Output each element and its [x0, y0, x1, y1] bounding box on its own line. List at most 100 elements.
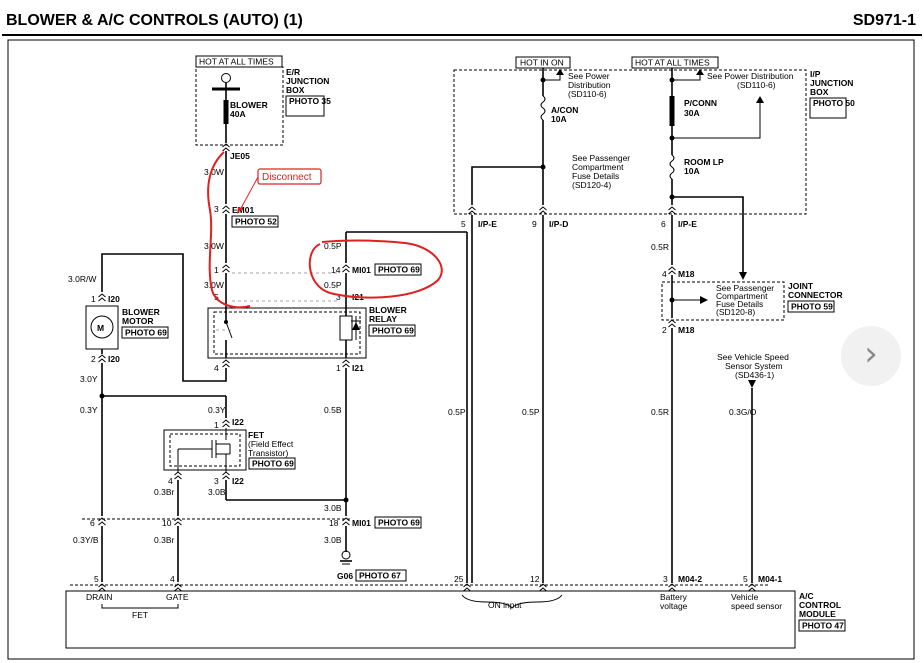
- svg-text:6: 6: [90, 518, 95, 528]
- svg-text:PHOTO 52: PHOTO 52: [235, 217, 277, 227]
- joint-connector: See Passenger Compartment Fuse Details (…: [661, 281, 843, 321]
- svg-text:E/R: E/R: [286, 67, 300, 77]
- svg-text:(SD110-6): (SD110-6): [737, 80, 776, 90]
- svg-text:14: 14: [331, 265, 341, 275]
- header-divider: [2, 34, 922, 36]
- svg-text:30A: 30A: [684, 108, 700, 118]
- svg-text:M18: M18: [678, 325, 695, 335]
- svg-text:Battery: Battery: [660, 592, 688, 602]
- svg-text:BOX: BOX: [810, 87, 829, 97]
- svg-text:4: 4: [170, 574, 175, 584]
- svg-text:HOT IN ON: HOT IN ON: [520, 58, 564, 68]
- diagram-frame: [7, 39, 915, 660]
- blower-motor: M BLOWER MOTOR PHOTO 69: [85, 305, 169, 350]
- svg-text:I20: I20: [108, 294, 120, 304]
- svg-text:9: 9: [532, 219, 537, 229]
- svg-text:JUNCTION: JUNCTION: [810, 78, 853, 88]
- svg-text:DRAIN: DRAIN: [86, 592, 112, 602]
- svg-text:2: 2: [91, 354, 96, 364]
- svg-text:12: 12: [530, 574, 540, 584]
- svg-text:See Vehicle Speed: See Vehicle Speed: [717, 352, 789, 362]
- photo-69-badge: [374, 263, 422, 276]
- svg-text:4: 4: [168, 476, 173, 486]
- svg-text:M: M: [97, 323, 104, 333]
- svg-text:0.5B: 0.5B: [324, 405, 342, 415]
- svg-text:G06: G06: [337, 571, 353, 581]
- svg-text:10: 10: [162, 518, 172, 528]
- photo-50-badge: [809, 97, 847, 119]
- arrow-down-icon: [739, 272, 747, 280]
- svg-text:0.5P: 0.5P: [324, 241, 342, 251]
- arrow-up-icon: [756, 96, 764, 103]
- svg-text:18: 18: [329, 518, 339, 528]
- svg-text:HOT AT ALL TIMES: HOT AT ALL TIMES: [199, 57, 274, 67]
- svg-text:(SD110-6): (SD110-6): [568, 89, 607, 99]
- svg-text:MI01: MI01: [352, 518, 371, 528]
- svg-text:6: 6: [661, 219, 666, 229]
- svg-text:CONTROL: CONTROL: [799, 600, 841, 610]
- svg-text:0.5P: 0.5P: [448, 407, 466, 417]
- svg-text:I21: I21: [352, 363, 364, 373]
- svg-text:BLOWER: BLOWER: [369, 305, 407, 315]
- svg-text:I/P-D: I/P-D: [549, 219, 568, 229]
- svg-text:See Passenger: See Passenger: [716, 283, 774, 293]
- svg-text:JOINT: JOINT: [788, 281, 814, 291]
- svg-text:I/P-E: I/P-E: [678, 219, 697, 229]
- svg-text:3.0B: 3.0B: [324, 503, 342, 513]
- svg-text:3: 3: [214, 204, 219, 214]
- svg-text:I20: I20: [108, 354, 120, 364]
- photo-69-badge: [368, 324, 416, 337]
- svg-text:BOX: BOX: [286, 85, 305, 95]
- svg-text:5: 5: [461, 219, 466, 229]
- photo-69-badge: [374, 516, 422, 529]
- svg-text:10A: 10A: [551, 114, 567, 124]
- svg-text:3: 3: [336, 292, 341, 302]
- svg-text:M04-1: M04-1: [758, 574, 782, 584]
- svg-text:voltage: voltage: [660, 601, 688, 611]
- svg-text:FET: FET: [132, 610, 148, 620]
- svg-text:(Field Effect: (Field Effect: [248, 439, 294, 449]
- svg-text:Sensor System: Sensor System: [725, 361, 783, 371]
- svg-text:ON input: ON input: [488, 600, 522, 610]
- svg-text:3.0W: 3.0W: [204, 167, 224, 177]
- svg-text:Compartment: Compartment: [572, 162, 624, 172]
- svg-text:GATE: GATE: [166, 592, 189, 602]
- svg-text:0.3Br: 0.3Br: [154, 535, 174, 545]
- svg-text:I/P: I/P: [810, 69, 821, 79]
- svg-text:3.0Y: 3.0Y: [80, 374, 98, 384]
- photo-67-badge: [355, 569, 407, 582]
- svg-text:PHOTO 69: PHOTO 69: [372, 326, 414, 336]
- svg-text:1: 1: [214, 265, 219, 275]
- svg-text:M18: M18: [678, 269, 695, 279]
- svg-text:5: 5: [743, 574, 748, 584]
- svg-text:0.5R: 0.5R: [651, 242, 669, 252]
- svg-text:0.3Br: 0.3Br: [154, 487, 174, 497]
- ground-g06-icon: [340, 550, 352, 565]
- next-page-button[interactable]: ›: [841, 326, 901, 386]
- svg-text:HOT AT ALL TIMES: HOT AT ALL TIMES: [635, 58, 710, 68]
- arrow-up-icon: [696, 69, 704, 75]
- svg-text:5: 5: [94, 574, 99, 584]
- svg-text:PHOTO 47: PHOTO 47: [802, 621, 844, 631]
- svg-text:0.3Y/B: 0.3Y/B: [73, 535, 99, 545]
- blower-relay: BLOWER RELAY PHOTO 69: [207, 305, 416, 359]
- svg-text:(SD120-4): (SD120-4): [572, 180, 611, 190]
- svg-text:1: 1: [214, 420, 219, 430]
- photo-69-badge: [121, 326, 169, 339]
- svg-text:BLOWER: BLOWER: [122, 307, 160, 317]
- svg-text:4: 4: [662, 269, 667, 279]
- svg-text:PHOTO 69: PHOTO 69: [378, 265, 420, 275]
- fet-transistor: FET (Field Effect Transistor) PHOTO 69: [163, 428, 296, 472]
- markup-annotation: Disconnect: [207, 151, 443, 309]
- disconnect-callout: [257, 168, 322, 185]
- svg-text:3.0R/W: 3.0R/W: [68, 274, 96, 284]
- page-title: BLOWER & A/C CONTROLS (AUTO) (1): [6, 12, 303, 29]
- svg-text:PHOTO 59: PHOTO 59: [791, 302, 833, 312]
- svg-text:0.3Y: 0.3Y: [208, 405, 226, 415]
- svg-text:2: 2: [662, 325, 667, 335]
- svg-text:Distribution: Distribution: [568, 80, 611, 90]
- svg-text:0.5R: 0.5R: [651, 407, 669, 417]
- svg-text:RELAY: RELAY: [369, 314, 397, 324]
- svg-text:(SD436-1): (SD436-1): [735, 370, 774, 380]
